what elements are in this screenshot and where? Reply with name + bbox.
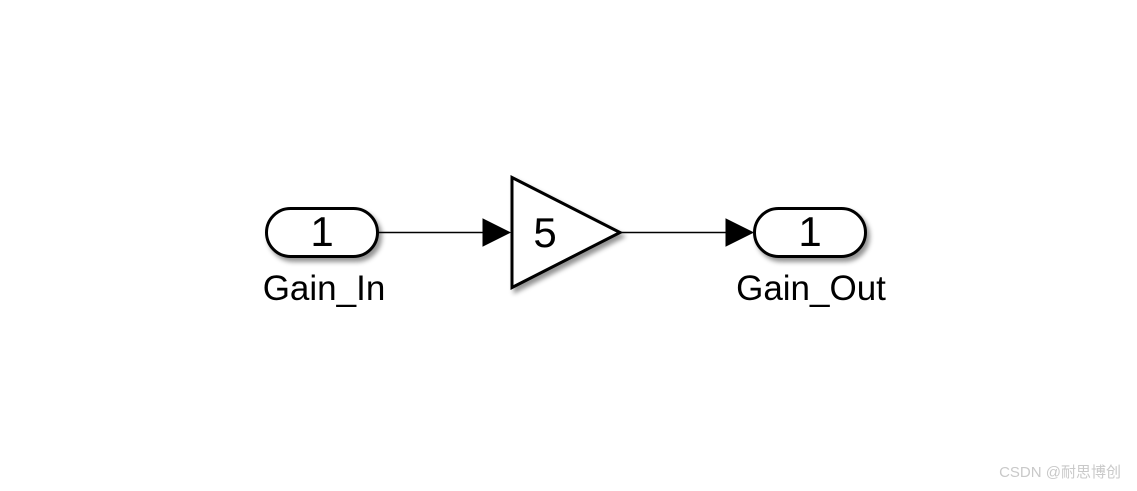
inport-port-number: 1 bbox=[310, 208, 333, 255]
inport-shape[interactable] bbox=[265, 207, 379, 258]
signal-line-in[interactable] bbox=[378, 218, 512, 247]
signal-line-out[interactable] bbox=[621, 218, 755, 247]
gain-value: 5 bbox=[533, 209, 556, 256]
gain-block[interactable]: 5 bbox=[510, 175, 624, 290]
outport-port-number: 1 bbox=[798, 208, 821, 255]
arrowhead-in-icon bbox=[482, 218, 512, 247]
outport-block[interactable]: 1 bbox=[753, 207, 867, 258]
watermark: CSDN @耐思博创 bbox=[999, 464, 1121, 481]
gain-shape[interactable] bbox=[510, 175, 624, 290]
inport-label[interactable]: Gain_In bbox=[263, 269, 386, 308]
arrowhead-out-icon bbox=[725, 218, 755, 247]
inport-block[interactable]: 1 bbox=[265, 207, 379, 258]
outport-label[interactable]: Gain_Out bbox=[736, 269, 886, 308]
outport-shape[interactable] bbox=[753, 207, 867, 258]
